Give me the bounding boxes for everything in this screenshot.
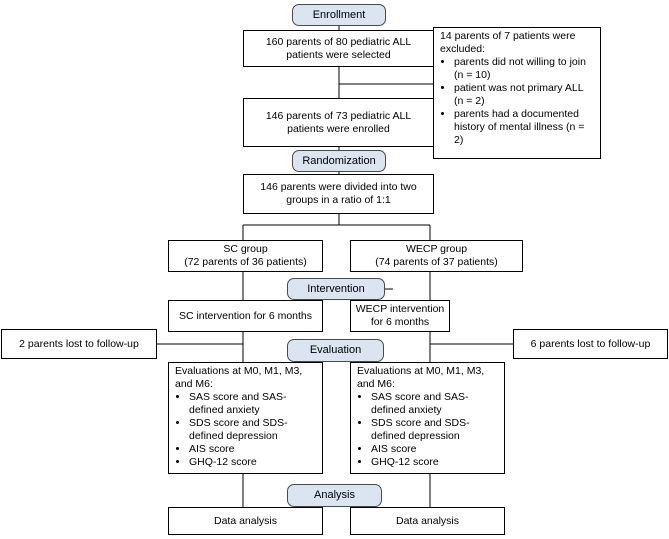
stage-evaluation: Evaluation: [287, 339, 384, 362]
evaluations-heading: Evaluations at M0, M1, M3, and M6:: [175, 365, 303, 390]
lost-to-follow-up-right: 6 parents lost to follow-up: [513, 329, 668, 359]
sc-intervention-box: SC intervention for 6 months: [168, 300, 323, 332]
exclusion-item: parents did not willing to join (n = 10): [454, 56, 594, 82]
wecp-group-title: WECP group: [405, 243, 468, 255]
wecp-evaluations-box: Evaluations at M0, M1, M3, and M6: SAS s…: [350, 362, 505, 474]
sc-group-box: SC group (72 parents of 36 patients): [168, 240, 323, 272]
evaluation-item: SAS score and SAS-defined anxiety: [189, 391, 316, 417]
enrolled-box: 146 parents of 73 pediatric ALL patients…: [243, 98, 434, 147]
wecp-intervention-box: WECP intervention for 6 months: [350, 300, 450, 332]
evaluation-item: GHQ-12 score: [189, 456, 316, 469]
evaluation-item: SAS score and SAS-defined anxiety: [371, 391, 498, 417]
selected-box: 160 parents of 80 pediatric ALL patients…: [243, 30, 434, 67]
stage-analysis: Analysis: [287, 484, 382, 507]
evaluations-heading: Evaluations at M0, M1, M3, and M6:: [357, 365, 485, 390]
wecp-group-detail: (74 parents of 37 patients): [375, 256, 498, 268]
wecp-data-analysis-box: Data analysis: [350, 507, 505, 535]
sc-evaluations-box: Evaluations at M0, M1, M3, and M6: SAS s…: [168, 362, 323, 474]
stage-enrollment: Enrollment: [292, 4, 386, 26]
evaluation-item: GHQ-12 score: [371, 456, 498, 469]
evaluation-item: SDS score and SDS-defined depression: [189, 417, 316, 443]
lost-to-follow-up-left: 2 parents lost to follow-up: [1, 329, 157, 359]
evaluation-item: AIS score: [189, 443, 316, 456]
wecp-group-box: WECP group (74 parents of 37 patients): [350, 240, 523, 272]
stage-randomization: Randomization: [292, 150, 386, 172]
exclusion-box: 14 parents of 7 patients were excluded: …: [433, 27, 601, 159]
sc-data-analysis-box: Data analysis: [168, 507, 323, 535]
exclusion-item: parents had a documented history of ment…: [454, 108, 594, 147]
divided-box: 146 parents were divided into two groups…: [243, 174, 434, 214]
evaluation-item: AIS score: [371, 443, 498, 456]
sc-group-title: SC group: [223, 243, 268, 255]
sc-group-detail: (72 parents of 36 patients): [184, 256, 307, 268]
evaluation-item: SDS score and SDS-defined depression: [371, 417, 498, 443]
stage-intervention: Intervention: [287, 278, 385, 300]
exclusion-heading: 14 parents of 7 patients were excluded:: [440, 30, 576, 55]
exclusion-item: patient was not primary ALL (n = 2): [454, 82, 594, 108]
